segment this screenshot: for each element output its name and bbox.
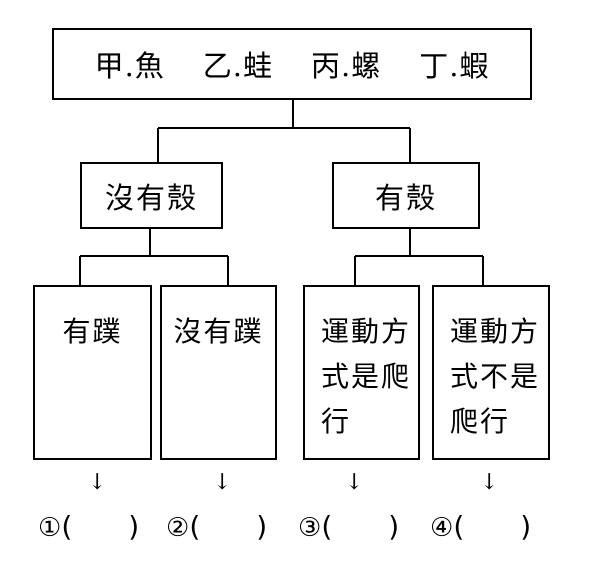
arrow-down-icon: ↓ [88, 470, 107, 495]
close-paren: ) [388, 510, 400, 543]
close-paren: ) [128, 510, 140, 543]
close-paren: ) [256, 510, 268, 543]
crawl-line-1: 運動方 [321, 315, 412, 348]
no-web-box: 沒有蹼 [160, 285, 277, 460]
shell-label: 有殼 [374, 180, 437, 215]
answer-1: ①() [38, 510, 139, 543]
open-paren: ( [453, 510, 465, 543]
crawl-box: 運動方 式是爬 行 [303, 285, 420, 460]
no-web-label: 沒有蹼 [173, 315, 264, 348]
arrow-down-icon: ↓ [345, 470, 364, 495]
no-shell-label: 沒有殼 [104, 180, 198, 215]
answer-3: ③() [298, 510, 399, 543]
item-shrimp: 丁.蝦 [419, 49, 490, 83]
no-crawl-box: 運動方 式不是 爬行 [432, 285, 550, 460]
no-shell-box: 沒有殼 [80, 162, 223, 229]
open-paren: ( [321, 510, 333, 543]
arrow-down-icon: ↓ [480, 470, 499, 495]
answer-number: ② [166, 513, 190, 543]
open-paren: ( [61, 510, 73, 543]
webbed-label: 有蹼 [62, 315, 123, 348]
webbed-box: 有蹼 [33, 285, 152, 460]
answer-2: ②() [166, 510, 267, 543]
root-box: 甲.魚 乙.蛙 丙.螺 丁.蝦 [52, 28, 532, 100]
open-paren: ( [189, 510, 201, 543]
crawl-line-3: 行 [321, 405, 352, 438]
no-crawl-line-1: 運動方 [450, 315, 541, 348]
answer-number: ① [38, 513, 62, 543]
close-paren: ) [520, 510, 532, 543]
item-snail: 丙.螺 [311, 49, 382, 83]
shell-box: 有殼 [332, 162, 480, 229]
item-fish: 甲.魚 [94, 49, 165, 83]
arrow-down-icon: ↓ [213, 470, 232, 495]
answer-number: ③ [298, 513, 322, 543]
no-crawl-line-2: 式不是 [450, 360, 541, 393]
item-frog: 乙.蛙 [202, 49, 273, 83]
no-crawl-line-3: 爬行 [450, 405, 511, 438]
answer-4: ④() [430, 510, 531, 543]
answer-number: ④ [430, 513, 454, 543]
crawl-line-2: 式是爬 [321, 360, 412, 393]
